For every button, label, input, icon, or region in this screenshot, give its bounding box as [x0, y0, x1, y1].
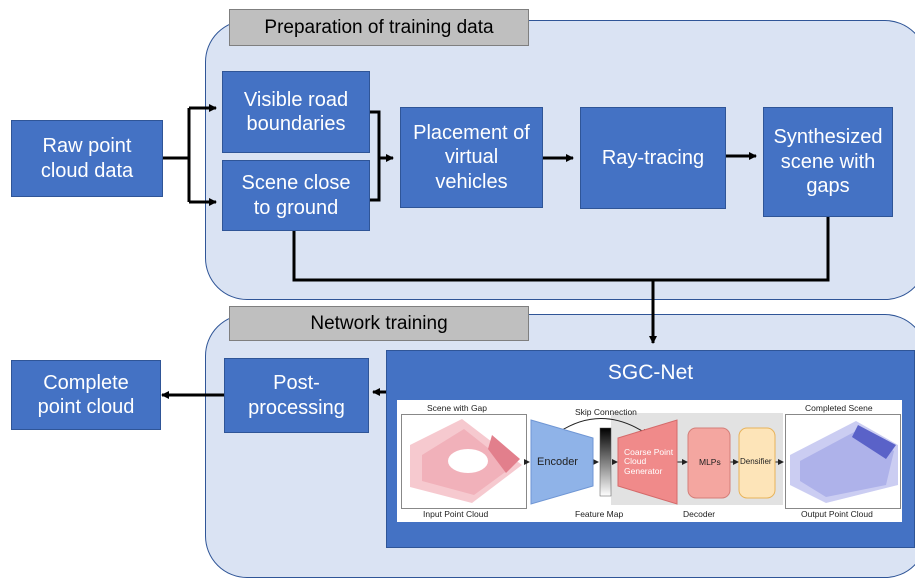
- complete-point-cloud-box: Complete point cloud: [11, 360, 161, 430]
- encoder-label: Encoder: [537, 456, 578, 468]
- synthesized-down-line: [653, 217, 830, 282]
- merge-from-visible-road: [370, 110, 381, 160]
- placement-of-virtual-vehicles-box: Placement of virtual vehicles: [400, 107, 543, 208]
- scene-with-gap-label: Scene with Gap: [427, 403, 488, 413]
- feature-map-bar: [599, 427, 612, 497]
- training-section-label: Network training: [229, 306, 529, 341]
- input-cloud-render: [410, 419, 522, 503]
- scene-close-down-line: [292, 231, 653, 282]
- ray-tracing-box: Ray-tracing: [580, 107, 726, 209]
- coarse-generator-label: Coarse Point Cloud Generator: [624, 447, 674, 476]
- mlps-label: MLPs: [699, 457, 721, 467]
- feature-map-label: Feature Map: [575, 509, 624, 519]
- coarse-generator-shape: [617, 419, 678, 505]
- completed-scene-label: Completed Scene: [805, 403, 873, 413]
- sgc-net-architecture-figure: Scene with Gap Input Point Cloud Skip Co…: [397, 400, 902, 522]
- encoder-shape: [530, 419, 594, 505]
- raw-point-cloud-box: Raw point cloud data: [11, 120, 163, 197]
- output-point-cloud-image: [785, 414, 901, 509]
- output-cloud-render: [790, 421, 898, 503]
- post-processing-box: Post- processing: [224, 358, 369, 433]
- sgc-net-title: SGC-Net: [607, 361, 694, 384]
- visible-road-boundaries-box: Visible road boundaries: [222, 71, 370, 153]
- decoder-label: Decoder: [683, 509, 716, 519]
- preparation-section-label: Preparation of training data: [229, 9, 529, 46]
- mlps-shape: [687, 427, 731, 499]
- densifier-label: Densifier: [740, 457, 772, 466]
- densifier-shape: [738, 427, 776, 499]
- synthesized-scene-box: Synthesized scene with gaps: [763, 107, 893, 217]
- output-point-cloud-label: Output Point Cloud: [801, 509, 873, 519]
- merge-from-scene-close: [370, 156, 381, 202]
- skip-connection-label: Skip Connection: [575, 407, 637, 417]
- input-point-cloud-label: Input Point Cloud: [423, 509, 489, 519]
- skip-connection-arrow: [524, 418, 784, 505]
- scene-close-to-ground-box: Scene close to ground: [222, 160, 370, 231]
